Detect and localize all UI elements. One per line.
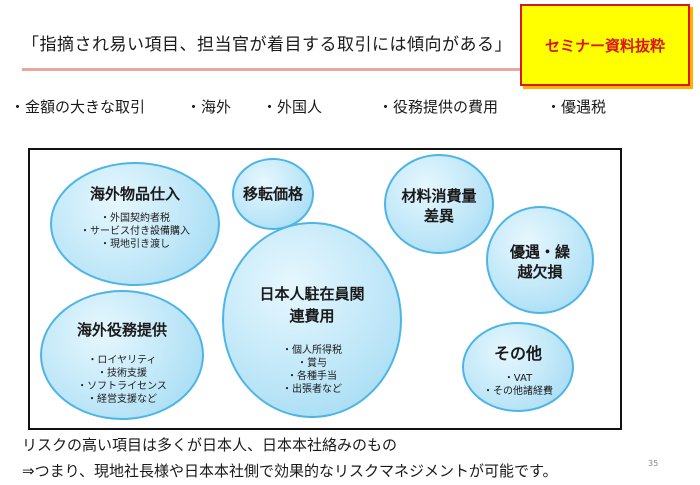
bubble-preferential-title-1: 優遇・繰 — [509, 243, 570, 261]
list-item: ・各種手当 — [287, 371, 337, 382]
bubble-materials-variance: 材料消費量 差異 — [384, 154, 494, 254]
list-item: ・賞与 — [297, 358, 327, 369]
list-item: ・外国契約者税 — [100, 213, 170, 224]
bubble-others: その他 ・VAT ・その他諸経費 — [462, 322, 574, 412]
list-item: ・ソフトライセンス — [77, 381, 167, 392]
bubble-expat-items: ・個人所得税 ・賞与 ・各種手当 ・出張者など — [224, 344, 400, 396]
risk-keywords: ・金額の大きな取引 ・海外 ・外国人 ・役務提供の費用 ・優遇税 — [0, 96, 700, 118]
list-item: ・出張者など — [282, 384, 342, 395]
bubble-others-items: ・VAT ・その他諸経費 — [464, 372, 572, 398]
keyword-large-transactions: ・金額の大きな取引 — [10, 98, 146, 116]
page-title: 「指摘され易い項目、担当官が着目する取引には傾向がある」 — [22, 35, 512, 55]
bubble-overseas-services-items: ・ロイヤリティ ・技術支援 ・ソフトライセンス ・経営支援など — [42, 354, 202, 406]
bubble-overseas-goods-title: 海外物品仕入 — [89, 185, 180, 203]
keyword-preferential-tax: ・優遇税 — [546, 98, 607, 116]
list-item: ・経営支援など — [87, 394, 157, 405]
keyword-foreigners: ・外国人 — [262, 98, 323, 116]
seminar-badge: セミナー資料抜粋 — [520, 4, 690, 86]
bubble-expat-title-1: 日本人駐在員関 — [259, 285, 365, 303]
footer-line-2: ⇒つまり、現地社長様や日本本社側で効果的なリスクマネジメントが可能です。 — [22, 462, 558, 480]
footer-line-1: リスクの高い項目は多くが日本人、日本本社絡みのもの — [22, 436, 398, 454]
bubble-overseas-services: 海外役務提供 ・ロイヤリティ ・技術支援 ・ソフトライセンス ・経営支援など — [40, 290, 204, 420]
bubble-others-title: その他 — [493, 344, 542, 363]
list-item: ・技術支援 — [97, 368, 147, 379]
bubble-materials-title-2: 差異 — [423, 207, 454, 225]
bubble-overseas-goods: 海外物品仕入 ・外国契約者税 ・サービス付き設備購入 ・現地引き渡し — [50, 162, 220, 286]
bubble-overseas-services-title: 海外役務提供 — [76, 321, 167, 339]
bubble-preferential-title-2: 越欠損 — [517, 263, 563, 281]
list-item: ・個人所得税 — [282, 345, 342, 356]
list-item: ・VAT — [503, 373, 533, 384]
page-number: 35 — [648, 459, 659, 468]
bubble-overseas-goods-items: ・外国契約者税 ・サービス付き設備購入 ・現地引き渡し — [52, 212, 218, 251]
bubble-preferential-loss: 優遇・繰 越欠損 — [486, 206, 594, 314]
title-divider — [22, 68, 520, 71]
list-item: ・ロイヤリティ — [87, 355, 157, 366]
keyword-overseas: ・海外 — [186, 98, 232, 116]
bubble-transfer-pricing: 移転価格 — [232, 158, 314, 230]
bubble-materials-title-1: 材料消費量 — [401, 187, 477, 205]
bubble-transfer-pricing-title: 移転価格 — [242, 185, 303, 203]
bubble-expat-title-2: 連費用 — [289, 307, 335, 325]
list-item: ・その他諸経費 — [483, 386, 553, 397]
bubble-expat-costs: 日本人駐在員関 連費用 ・個人所得税 ・賞与 ・各種手当 ・出張者など — [222, 222, 402, 418]
list-item: ・サービス付き設備購入 — [80, 226, 190, 237]
list-item: ・現地引き渡し — [100, 239, 170, 250]
keyword-service-fees: ・役務提供の費用 — [378, 98, 499, 116]
